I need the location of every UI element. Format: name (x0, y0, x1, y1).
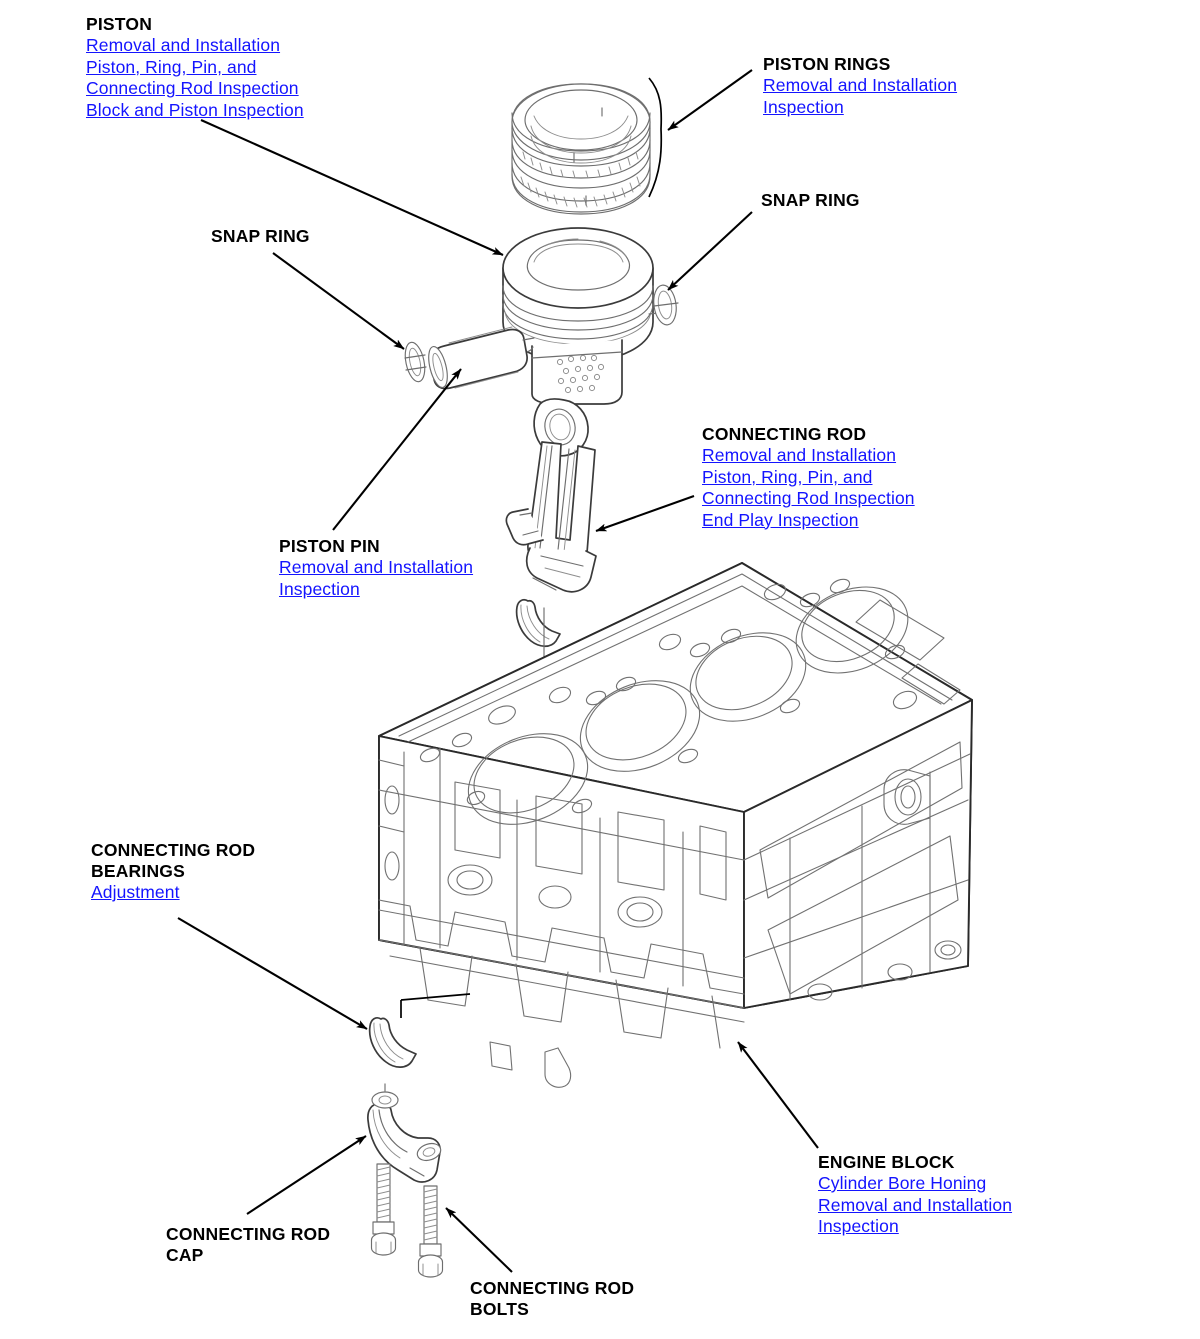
link-rod-bearings-adjustment[interactable]: Adjustment (91, 882, 180, 902)
link-cylinder-bore-honing[interactable]: Cylinder Bore Honing (818, 1173, 987, 1193)
snap-ring-right-part (653, 284, 679, 326)
callout-connecting-rod: CONNECTING ROD Removal and Installation … (702, 424, 915, 531)
leader-piston (200, 119, 504, 256)
link-piston-rings-inspection[interactable]: Inspection (763, 96, 844, 117)
callout-snap-ring-left-title: SNAP RING (211, 226, 310, 246)
connecting-rod-bolt-1-part (370, 1163, 397, 1256)
callout-piston-links: Removal and Installation Piston, Ring, P… (86, 35, 304, 121)
callout-snap-ring-right: SNAP RING (761, 190, 860, 211)
link-piston-rings-removal-installation[interactable]: Removal and Installation (763, 75, 958, 95)
callout-connecting-rod-bolts: CONNECTING ROD BOLTS (470, 1278, 634, 1320)
callout-piston-title: PISTON (86, 14, 153, 34)
callout-piston-pin: PISTON PIN Removal and Installation Insp… (279, 536, 473, 600)
leader-rod-bolts (445, 1207, 513, 1273)
callout-rod-bolts-title-line2: BOLTS (470, 1299, 530, 1319)
engine-block-part (378, 562, 973, 1088)
link-piston-pin-inspection[interactable]: Inspection (279, 578, 360, 599)
link-piston-pin-removal-installation[interactable]: Removal and Installation (279, 557, 474, 577)
callout-piston-rings-title: PISTON RINGS (763, 54, 891, 74)
callout-connecting-rod-title: CONNECTING ROD (702, 424, 867, 444)
link-conrod-end-play-inspection[interactable]: End Play Inspection (702, 509, 859, 530)
link-block-and-piston-inspection[interactable]: Block and Piston Inspection (86, 99, 304, 120)
callout-rod-bearings-links: Adjustment (91, 882, 255, 904)
leader-engine-block (737, 1041, 819, 1149)
link-piston-ring-pin-1[interactable]: Piston, Ring, Pin, and (86, 56, 257, 77)
leader-rod-cap (246, 1135, 367, 1215)
link-conrod-piston-ring-pin-2[interactable]: Connecting Rod Inspection (702, 488, 915, 508)
callout-piston-rings-links: Removal and Installation Inspection (763, 75, 957, 118)
piston-pin-part (428, 326, 535, 390)
callout-piston-pin-links: Removal and Installation Inspection (279, 557, 473, 600)
piston-rings-part (511, 77, 663, 215)
connecting-rod-part (505, 398, 597, 593)
leader-piston-rings (667, 69, 753, 131)
callout-snap-ring-left: SNAP RING (211, 226, 310, 247)
callout-rod-cap-title-line1: CONNECTING ROD (166, 1224, 331, 1244)
callout-connecting-rod-links: Removal and Installation Piston, Ring, P… (702, 445, 915, 531)
leader-lines (177, 69, 819, 1273)
callout-rod-bolts-title-line1: CONNECTING ROD (470, 1278, 635, 1298)
link-conrod-piston-ring-pin-1[interactable]: Piston, Ring, Pin, and (702, 466, 873, 487)
callout-engine-block-links: Cylinder Bore Honing Removal and Install… (818, 1173, 1012, 1238)
link-conrod-removal-installation[interactable]: Removal and Installation (702, 445, 897, 465)
leader-snap-ring-left (272, 252, 405, 350)
callout-piston-pin-title: PISTON PIN (279, 536, 380, 556)
callout-rod-bearings-title-line2: BEARINGS (91, 861, 185, 881)
leader-snap-ring-right (667, 211, 753, 291)
link-piston-removal-installation[interactable]: Removal and Installation (86, 35, 281, 55)
snap-ring-left-part (404, 341, 427, 383)
connecting-rod-bolt-2-part (417, 1185, 444, 1278)
callout-connecting-rod-bearings: CONNECTING ROD BEARINGS Adjustment (91, 840, 255, 904)
callout-piston-rings: PISTON RINGS Removal and Installation In… (763, 54, 957, 118)
leader-piston-pin (332, 368, 462, 531)
callout-rod-bearings-title-line1: CONNECTING ROD (91, 840, 256, 860)
callout-snap-ring-right-title: SNAP RING (761, 190, 860, 210)
leader-rod-bearings (177, 917, 368, 1030)
callout-connecting-rod-cap: CONNECTING ROD CAP (166, 1224, 330, 1266)
connecting-rod-cap-part (367, 1083, 442, 1183)
lower-rod-bearing-part (368, 993, 471, 1068)
callout-engine-block: ENGINE BLOCK Cylinder Bore Honing Remova… (818, 1152, 1012, 1238)
piston-part (502, 227, 669, 405)
link-piston-ring-pin-2[interactable]: Connecting Rod Inspection (86, 78, 299, 98)
callout-piston: PISTON Removal and Installation Piston, … (86, 14, 304, 121)
leader-connecting-rod (595, 495, 695, 532)
callout-engine-block-title: ENGINE BLOCK (818, 1152, 955, 1172)
callout-rod-cap-title-line2: CAP (166, 1245, 204, 1265)
link-engine-block-removal-installation[interactable]: Removal and Installation (818, 1194, 1013, 1215)
link-engine-block-inspection[interactable]: Inspection (818, 1216, 899, 1236)
